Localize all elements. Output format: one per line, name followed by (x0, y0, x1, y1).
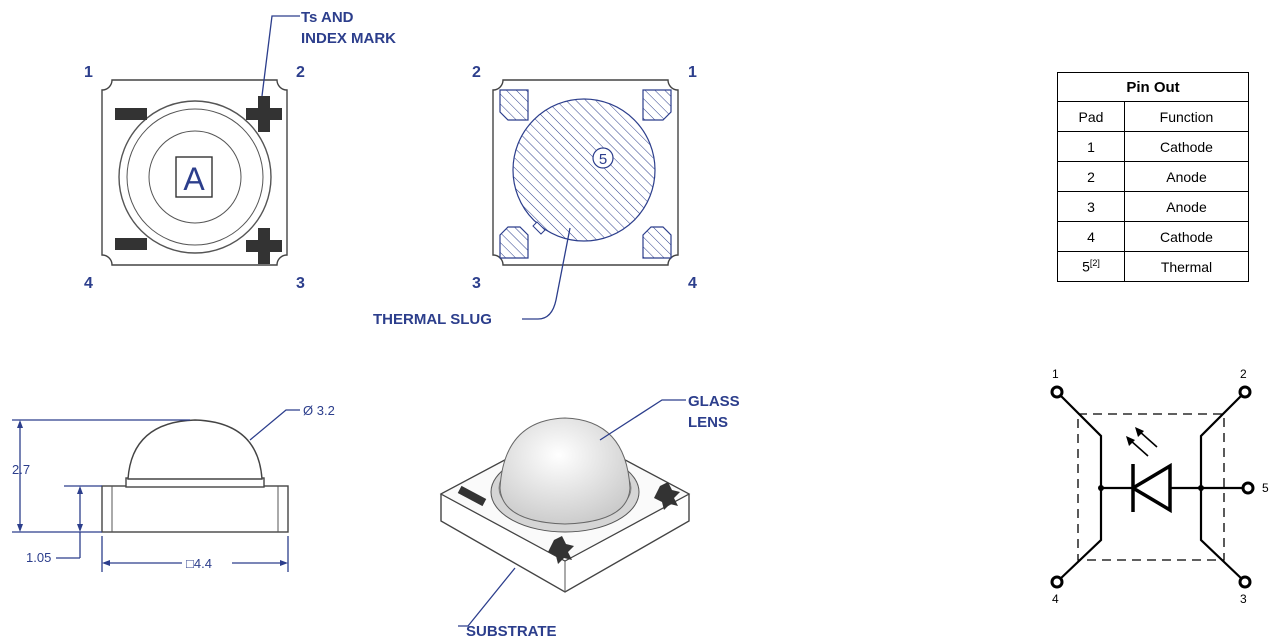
function-cell: Cathode (1124, 221, 1249, 252)
table-row: 5[2] Thermal (1057, 251, 1249, 282)
terminal-1 (1050, 385, 1064, 399)
table-row: 3 Anode (1057, 191, 1249, 222)
terminal-5 (1241, 481, 1255, 495)
plus-mark-top (246, 96, 282, 132)
function-cell: Anode (1124, 161, 1249, 192)
table-title: Pin Out (1057, 72, 1249, 102)
iso-view: GLASS LENS SUBSTRATE (439, 393, 740, 640)
thermal-slug-label: THERMAL SLUG (373, 311, 492, 328)
center-mark: A (183, 161, 205, 197)
thermal-slug (512, 98, 656, 242)
terminal-2 (1238, 385, 1252, 399)
top-pin-4: 4 (84, 275, 93, 292)
col-header-function: Function (1124, 101, 1249, 132)
pad-cell: 3 (1057, 191, 1125, 222)
sch-pin-3: 3 (1240, 592, 1247, 606)
slug-number-circle (592, 147, 614, 169)
iso-minus-mark (457, 485, 487, 507)
table-row: 2 Anode (1057, 161, 1249, 192)
light-arrows (1129, 430, 1158, 457)
bottom-pin-4: 4 (688, 275, 697, 292)
iso-plus-mark-right (654, 482, 680, 510)
pad-cell: 1 (1057, 131, 1125, 162)
glass-lens-label-1: GLASS (688, 393, 740, 410)
pad-cell: 4 (1057, 221, 1125, 252)
table-row: 4 Cathode (1057, 221, 1249, 252)
terminal-4 (1050, 575, 1064, 589)
top-view: A Ts AND INDEX MARK 1 2 4 3 (84, 9, 396, 292)
bottom-pin-3: 3 (472, 275, 481, 292)
pad-tl (499, 89, 529, 121)
top-pin-3: 3 (296, 275, 305, 292)
function-cell: Cathode (1124, 131, 1249, 162)
function-cell: Anode (1124, 191, 1249, 222)
diode-triangle (1129, 462, 1172, 514)
index-mark-label-1: Ts AND (301, 9, 354, 26)
sch-pin-1: 1 (1052, 367, 1059, 381)
minus-mark-top (115, 108, 147, 120)
pad-cell: 5[2] (1057, 251, 1125, 282)
width-label: □4.4 (186, 556, 212, 571)
table-header-row: Pad Function (1057, 101, 1249, 132)
minus-mark-bottom (115, 238, 147, 250)
index-a-box (175, 156, 213, 198)
base-height-label: 1.05 (26, 550, 51, 565)
glass-lens-dome (499, 417, 631, 525)
pad-bl (499, 226, 529, 259)
top-pin-1: 1 (84, 64, 93, 81)
sch-pin-4: 4 (1052, 592, 1059, 606)
pad-br (642, 226, 672, 259)
substrate-label: SUBSTRATE (466, 623, 557, 640)
diameter-label: Ø 3.2 (303, 403, 335, 418)
glass-lens-label-2: LENS (688, 414, 728, 431)
slug-number: 5 (599, 151, 607, 168)
function-cell: Thermal (1124, 251, 1249, 282)
side-view: Ø 3.2 2.7 1.05 □4.4 (12, 403, 335, 572)
sch-pin-2: 2 (1240, 367, 1247, 381)
table-row: 1 Cathode (1057, 131, 1249, 162)
schematic: 1 2 4 3 5 (1050, 367, 1269, 606)
bottom-view: 5 THERMAL SLUG 2 1 3 4 (373, 64, 697, 328)
pad-cell: 2 (1057, 161, 1125, 192)
pad-tr (642, 89, 672, 121)
pin-out-table: Pin Out Pad Function 1 Cathode 2 Anode 3… (1057, 72, 1249, 282)
bottom-pin-2: 2 (472, 64, 481, 81)
top-pin-2: 2 (296, 64, 305, 81)
index-mark-label-2: INDEX MARK (301, 30, 396, 47)
height-label: 2.7 (12, 462, 30, 477)
terminal-3 (1238, 575, 1252, 589)
plus-mark-bottom (246, 228, 282, 264)
sch-pin-5: 5 (1262, 481, 1269, 495)
slug-notch (532, 221, 546, 235)
iso-plus-mark-bottom (548, 536, 574, 564)
bottom-pin-1: 1 (688, 64, 697, 81)
table-title-row: Pin Out (1057, 72, 1249, 102)
col-header-pad: Pad (1057, 101, 1125, 132)
pad-number: 5 (1082, 258, 1090, 275)
footnote-ref: [2] (1089, 258, 1100, 269)
